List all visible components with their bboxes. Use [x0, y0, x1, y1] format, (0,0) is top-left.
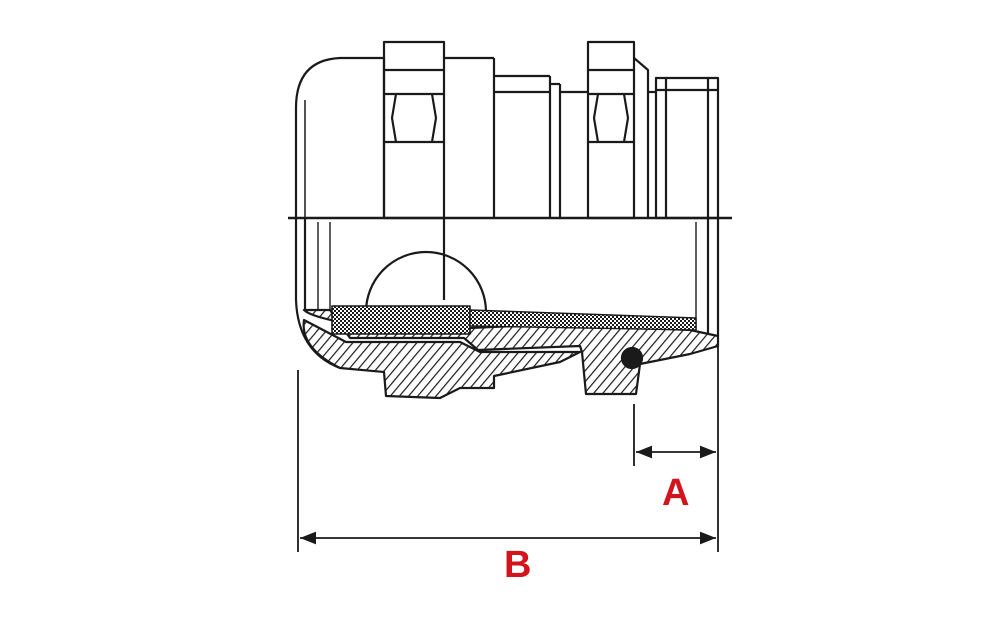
hex-nut-body [586, 40, 656, 220]
thread-end [654, 76, 720, 220]
dimension-a-label: A [662, 472, 690, 514]
seal-insert [331, 305, 471, 335]
gland-body [494, 74, 588, 218]
hex-nut-cap [382, 40, 496, 220]
dimension-b-label: B [504, 544, 532, 586]
o-ring [620, 346, 644, 370]
dome-cap [294, 56, 386, 218]
clamp-circle [364, 250, 488, 313]
